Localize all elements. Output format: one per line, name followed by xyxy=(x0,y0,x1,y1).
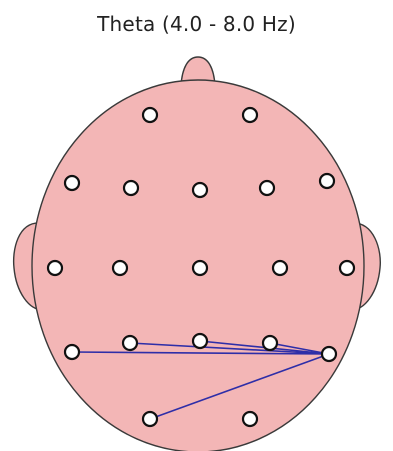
electrode-marker xyxy=(124,181,138,195)
electrode-marker xyxy=(260,181,274,195)
electrode-marker xyxy=(193,334,207,348)
electrode-marker xyxy=(143,412,157,426)
electrode-marker xyxy=(48,261,62,275)
electrode-marker xyxy=(243,412,257,426)
electrode-marker xyxy=(143,108,157,122)
electrode-marker xyxy=(320,174,334,188)
electrode-marker xyxy=(65,345,79,359)
electrode-marker xyxy=(243,108,257,122)
electrode-marker xyxy=(263,336,277,350)
electrode-marker xyxy=(193,183,207,197)
electrode-marker xyxy=(322,347,336,361)
electrode-marker xyxy=(123,336,137,350)
electrode-marker xyxy=(273,261,287,275)
electrode-marker xyxy=(340,261,354,275)
electrode-marker xyxy=(113,261,127,275)
electrode-marker xyxy=(193,261,207,275)
electrode-marker xyxy=(65,176,79,190)
